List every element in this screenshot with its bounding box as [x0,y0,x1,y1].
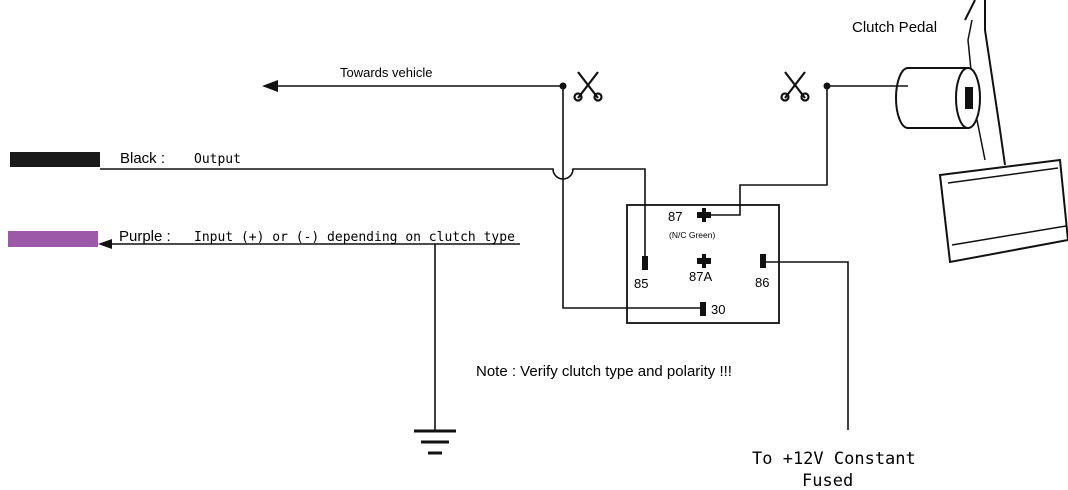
wire-87-feed [739,86,828,210]
relay-pins [642,208,766,316]
purple-wire-desc: Input (+) or (-) depending on clutch typ… [194,230,515,245]
relay-box [626,204,780,324]
black-wire-swatch [10,152,100,167]
pin-86-label: 86 [755,275,769,290]
scissors-icon [573,71,603,102]
pin-87a-label: 87A [689,269,712,284]
power-label-line1: To +12V Constant [752,449,916,469]
arrow-purple [98,239,112,249]
black-wire-name: Black : [120,150,165,167]
pin-87-terminal [702,208,706,222]
pin-87a-terminal [702,254,706,268]
purple-wire-swatch [8,231,98,247]
junction-dot [823,82,831,90]
junction-dot [559,82,567,90]
scissors-icon [780,71,810,102]
wires [100,85,908,430]
black-wire-desc: Output [194,152,241,167]
pin-86-terminal [760,254,766,268]
towards-vehicle-label: Towards vehicle [340,65,433,80]
wire-12v [763,261,849,430]
pin-30-terminal [700,302,706,316]
wire-87 [706,210,741,216]
ground-icon [414,429,456,455]
arrow-towards-vehicle [262,80,278,92]
purple-wire-name: Purple : [119,228,171,245]
wire-black-output [100,168,646,262]
wire-30 [562,86,700,309]
pin-85-terminal [642,256,648,270]
clutch-pedal-label: Clutch Pedal [852,19,937,36]
pin-87-label: 87 [668,209,682,224]
pin-85-label: 85 [634,276,648,291]
clutch-pedal-icon [895,0,1068,264]
power-label-line2: Fused [802,471,853,490]
pin-30-label: 30 [711,302,725,317]
note-text: Note : Verify clutch type and polarity !… [476,363,732,380]
pin-87-note: (N/C Green) [669,230,715,240]
